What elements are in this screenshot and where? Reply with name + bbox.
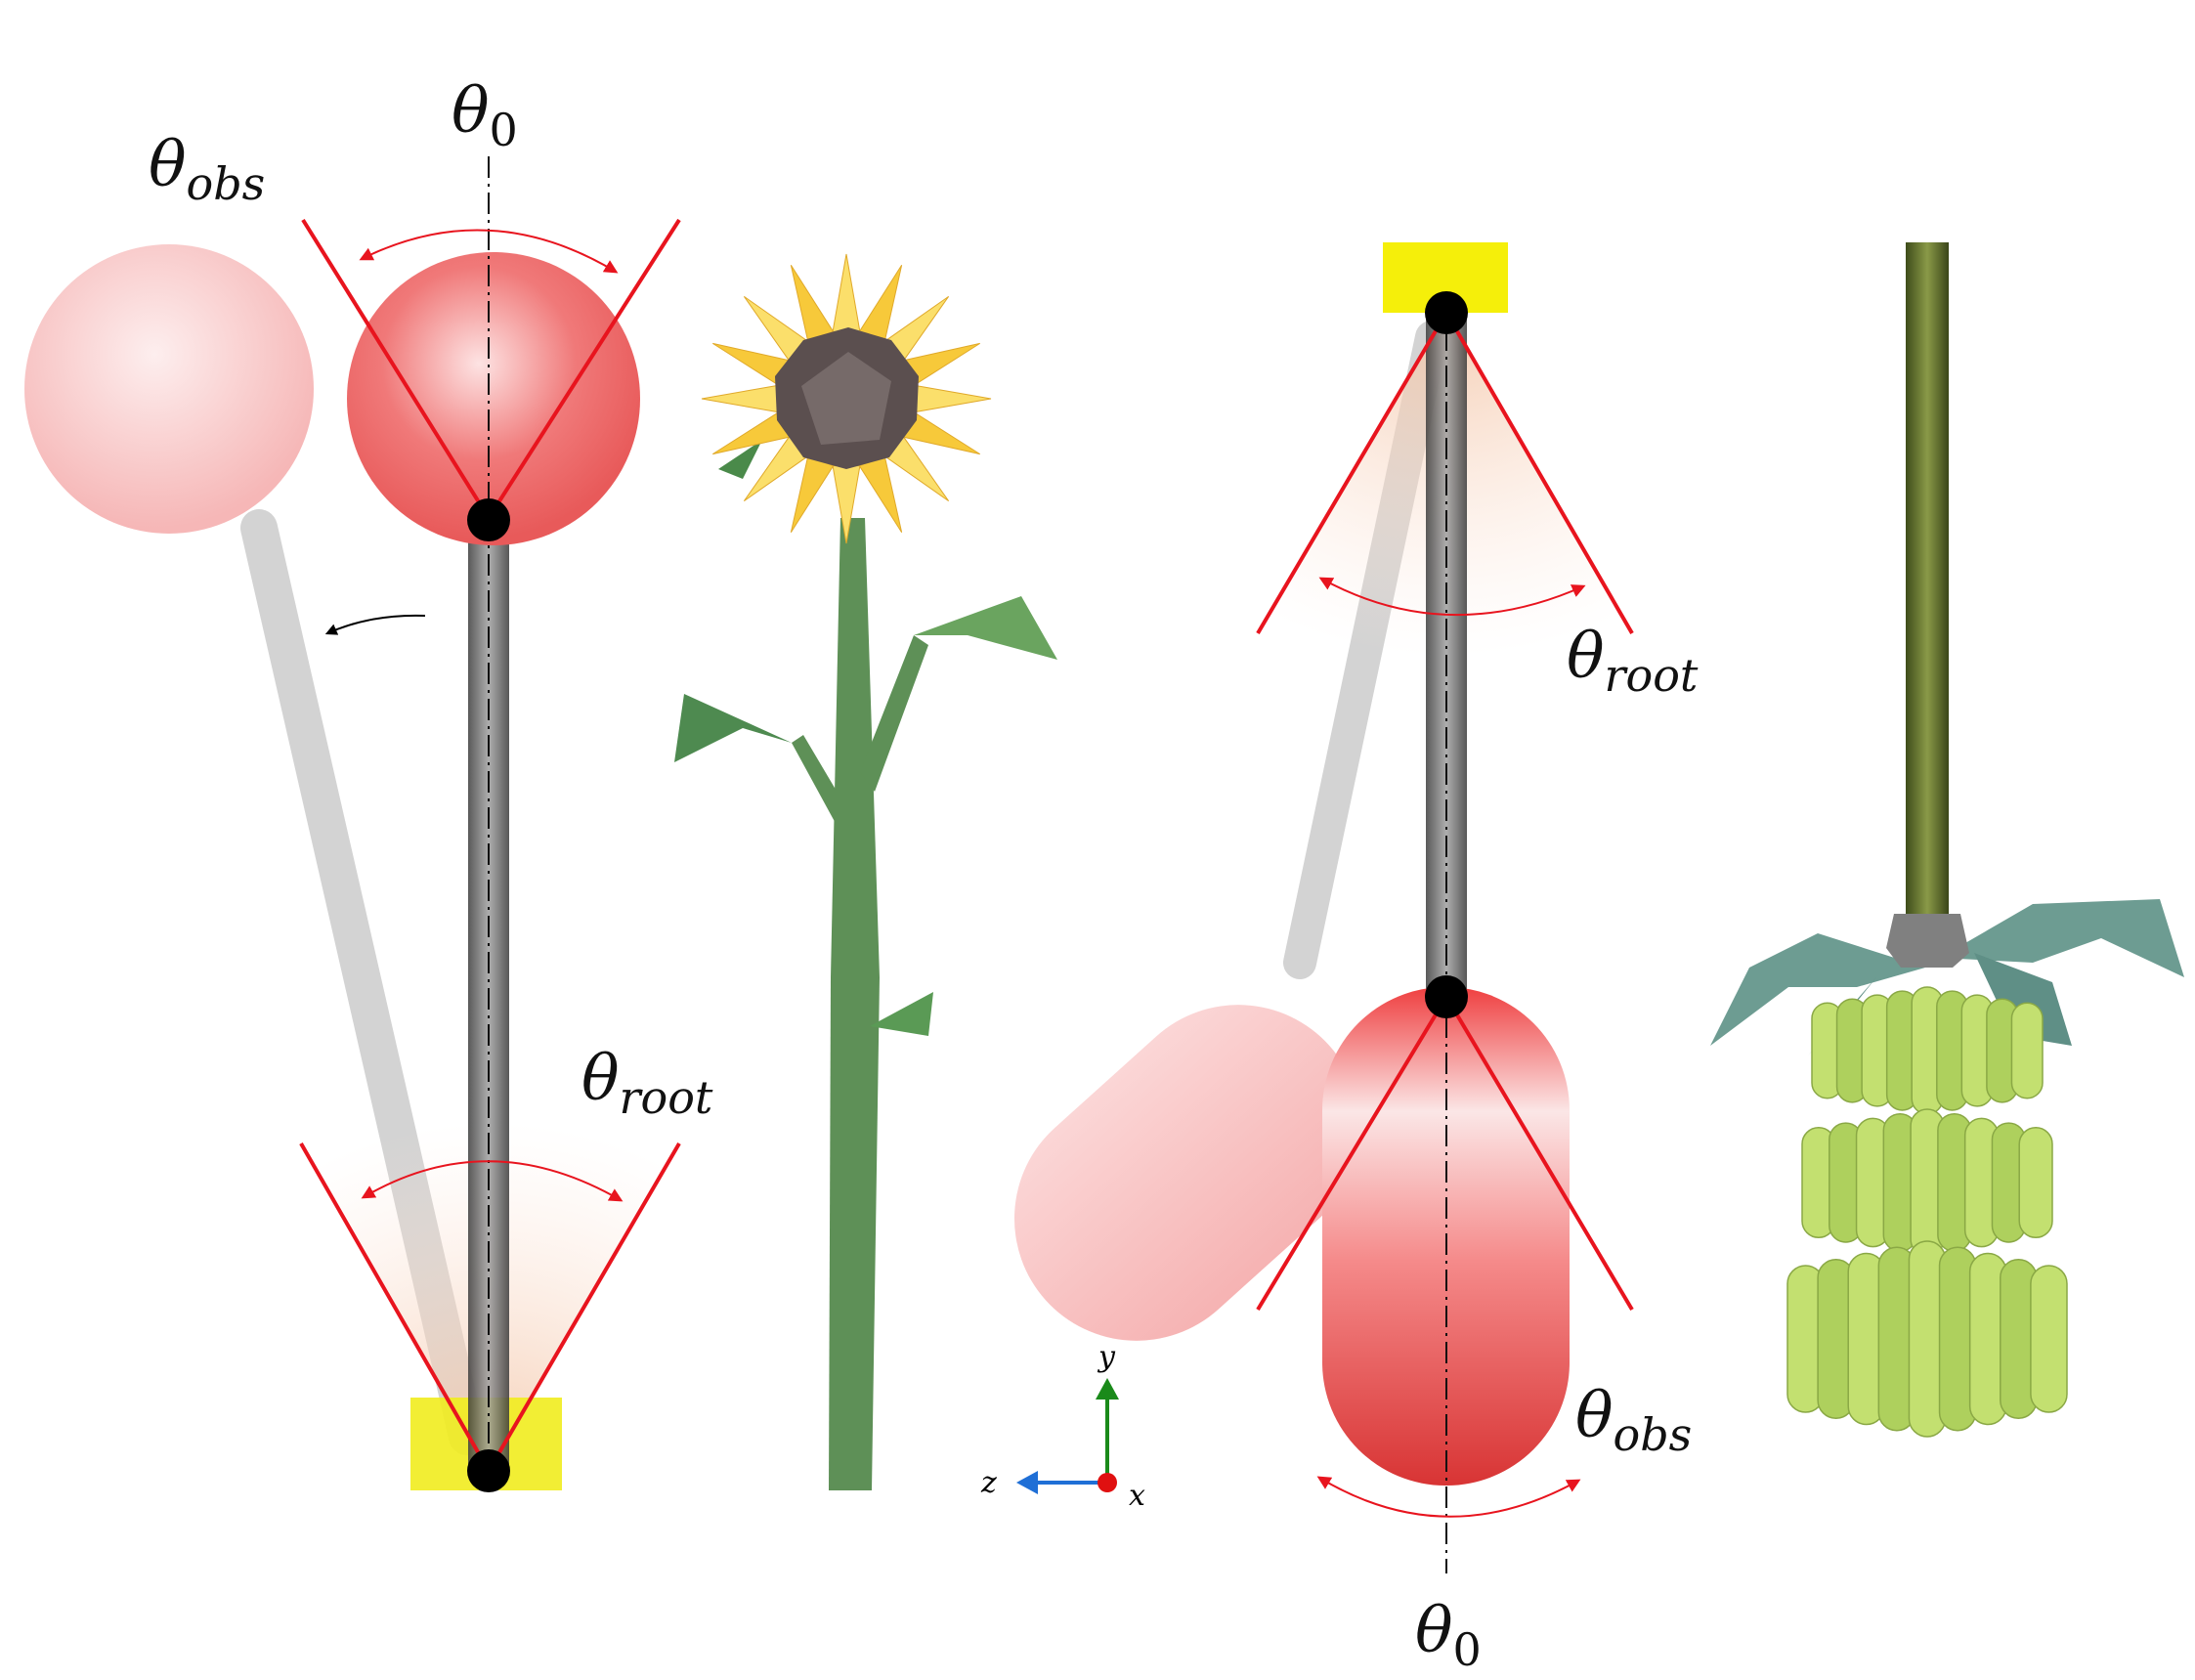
- banana-finger: [2010, 1002, 2044, 1099]
- left-sphere: [347, 252, 640, 545]
- right-root-cone-line: [1256, 311, 1448, 635]
- right-theta-zero-sub: 0: [1453, 1623, 1482, 1676]
- sunflower-petal: [913, 384, 992, 413]
- left-theta-obs-label: θobs: [149, 129, 265, 210]
- right-obs-cone-line: [1256, 995, 1448, 1312]
- left-obs-arc: [359, 229, 619, 274]
- sunflower-leaf: [870, 992, 933, 1036]
- left-top-joint: [467, 498, 510, 541]
- right-theta-obs-sub: obs: [1614, 1408, 1693, 1461]
- right-mass-joint: [1425, 975, 1468, 1018]
- left-theta-zero-label: θ0: [452, 75, 518, 156]
- left-root-cone-line: [487, 1142, 681, 1473]
- right-top-joint: [1425, 291, 1468, 334]
- left-obs-cone-line: [301, 218, 491, 520]
- sunflower-petal: [858, 264, 903, 343]
- sunflower-stem: [829, 518, 880, 1490]
- sunflower-petal: [790, 454, 835, 534]
- x-axis-dot: [1098, 1473, 1117, 1492]
- axis-triad: y z x: [980, 1340, 1145, 1513]
- left-theta-obs-sub: obs: [187, 157, 266, 210]
- sunflower-leaf: [914, 596, 1057, 660]
- z-axis-arrowhead: [1016, 1471, 1038, 1494]
- sunflower-seed-facet: [801, 352, 891, 445]
- sunflower-petal: [832, 253, 861, 332]
- right-root-arc: [1318, 577, 1586, 617]
- left-theta-root-sub: root: [620, 1071, 713, 1124]
- banana-leaf: [1940, 899, 2184, 977]
- banana-leaf: [1974, 953, 2072, 1046]
- banana-leaf: [1710, 933, 1925, 1046]
- sunflower-leaf: [674, 694, 792, 762]
- sunflower-branch: [860, 635, 928, 792]
- left-root-arc: [361, 1160, 624, 1202]
- left-obs-cone-line: [487, 218, 681, 520]
- sunflower-branch: [792, 735, 860, 850]
- banana-bunch: [1710, 242, 2184, 1438]
- left-root-cone-line: [299, 1142, 491, 1472]
- right-theta-root-base: θ: [1567, 621, 1605, 693]
- left-theta-root-base: θ: [581, 1043, 620, 1115]
- right-theta-obs-label: θobs: [1575, 1380, 1692, 1461]
- right-theta-root-sub: root: [1605, 649, 1699, 702]
- banana-finger: [2030, 1265, 2068, 1413]
- sunflower-petal: [858, 454, 903, 534]
- rotation-arrow: [324, 614, 426, 635]
- left-theta-root-label: θroot: [581, 1043, 713, 1124]
- math-labels: θ0 θobs θroot θroot θobs θ0: [149, 75, 1699, 1676]
- banana-finger: [2018, 1127, 2053, 1238]
- sunflower-petal: [701, 384, 780, 413]
- banana-tiers: [1786, 986, 2068, 1438]
- y-axis-arrowhead: [1096, 1378, 1119, 1400]
- left-faded-sphere: [24, 244, 314, 534]
- banana-stalk: [1906, 242, 1949, 946]
- right-pendulum: [1013, 242, 1634, 1573]
- y-axis-label: y: [1097, 1340, 1116, 1374]
- banana-clamp: [1886, 914, 1969, 968]
- left-pendulum: [24, 156, 681, 1492]
- left-theta-zero-base: θ: [452, 75, 490, 148]
- right-obs-cone-line: [1444, 995, 1634, 1312]
- right-faded-capsule: [1013, 1005, 1361, 1341]
- right-root-cone-line: [1444, 311, 1634, 635]
- right-theta-obs-base: θ: [1575, 1380, 1614, 1452]
- x-axis-label: x: [1129, 1479, 1145, 1513]
- left-theta-obs-base: θ: [149, 129, 187, 201]
- right-theta-zero-base: θ: [1415, 1595, 1453, 1667]
- sunflower: [674, 253, 1057, 1490]
- z-axis-label: z: [980, 1466, 997, 1500]
- left-theta-zero-sub: 0: [490, 104, 518, 156]
- right-theta-root-label: θroot: [1567, 621, 1699, 702]
- right-obs-arc: [1316, 1476, 1581, 1518]
- sunflower-petals: [701, 253, 992, 544]
- right-theta-zero-label: θ0: [1415, 1595, 1482, 1676]
- sunflower-petal: [790, 264, 835, 343]
- left-base-joint: [467, 1449, 510, 1492]
- sunflower-leaf-small: [718, 440, 762, 479]
